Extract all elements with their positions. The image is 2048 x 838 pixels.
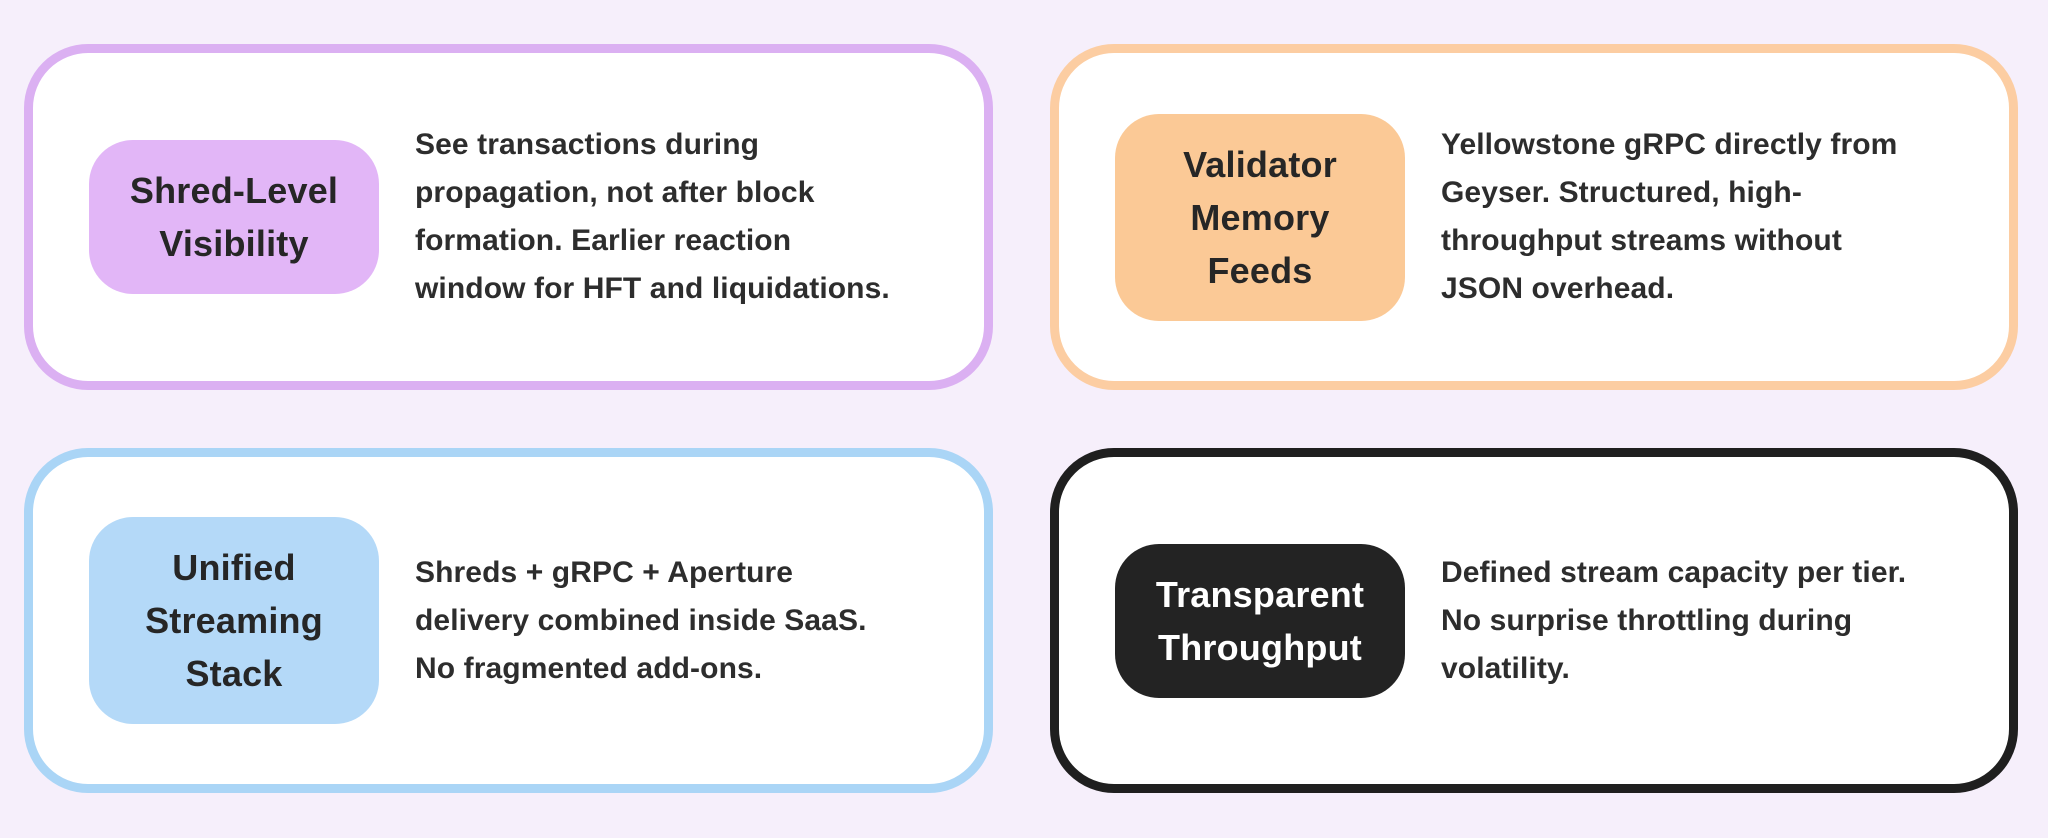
- feature-title: Validator Memory Feeds: [1183, 143, 1337, 291]
- feature-badge-validator-memory-feeds: Validator Memory Feeds: [1115, 113, 1405, 321]
- feature-badge-transparent-throughput: Transparent Throughput: [1115, 543, 1405, 698]
- feature-description: See transactions during propagation, not…: [415, 128, 890, 305]
- feature-description: Yellowstone gRPC directly from Geyser. S…: [1441, 128, 1898, 305]
- feature-description: Shreds + gRPC + Aperture delivery combin…: [415, 555, 867, 685]
- feature-card-validator-memory-feeds: Validator Memory Feeds Yellowstone gRPC …: [1050, 44, 2018, 390]
- feature-badge-shred-level-visibility: Shred-Level Visibility: [89, 140, 379, 294]
- feature-card-transparent-throughput: Transparent Throughput Defined stream ca…: [1050, 448, 2018, 793]
- feature-title: Unified Streaming Stack: [145, 547, 323, 694]
- feature-badge-unified-streaming-stack: Unified Streaming Stack: [89, 517, 379, 724]
- feature-description: Defined stream capacity per tier. No sur…: [1441, 555, 1907, 685]
- feature-title: Shred-Level Visibility: [129, 170, 339, 264]
- feature-title: Transparent Throughput: [1155, 573, 1365, 668]
- feature-card-shred-level-visibility: Shred-Level Visibility See transactions …: [24, 44, 993, 390]
- feature-card-unified-streaming-stack: Unified Streaming Stack Shreds + gRPC + …: [24, 448, 993, 793]
